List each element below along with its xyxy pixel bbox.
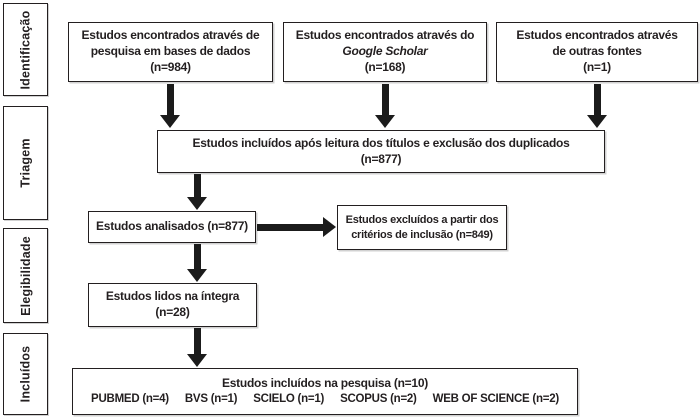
box-google-scholar-line2: Google Scholar (342, 44, 428, 59)
box-included: Estudos incluídos na pesquisa (n=10) PUB… (72, 368, 578, 415)
arrow-head (160, 115, 180, 128)
arrow-analyzed-to-excluded (257, 217, 336, 237)
box-databases: Estudos encontrados através de pesquisa … (68, 22, 273, 82)
arrow-databases-down (160, 84, 180, 128)
arrow-other-sources-down (587, 84, 607, 128)
arrow-shaft (593, 84, 601, 115)
arrow-head (587, 115, 607, 128)
box-google-scholar: Estudos encontrados através do Google Sc… (283, 22, 487, 82)
arrow-head (187, 269, 207, 282)
box-deduplicated: Estudos incluídos após leitura dos títul… (157, 130, 605, 173)
stage-box-identificacao: Identificação (3, 3, 48, 96)
arrow-shaft (381, 84, 389, 115)
box-included-title: Estudos incluídos na pesquisa (n=10) (221, 376, 429, 390)
box-full-text-count: (n=28) (155, 305, 190, 319)
stage-label-elegibilidade: Elegibilidade (18, 235, 33, 316)
box-databases-line1: Estudos encontrados através de (81, 28, 260, 43)
stage-box-incluidos: Incluídos (3, 333, 48, 415)
box-other-sources-count: (n=1) (583, 59, 611, 74)
arrow-full-text-down (187, 328, 207, 367)
source-pubmed: PUBMED (n=4) (91, 392, 169, 405)
arrow-shaft (193, 244, 201, 269)
box-analyzed: Estudos analisados (n=877) (88, 211, 256, 243)
source-scielo: SCIELO (n=1) (253, 392, 325, 405)
box-analyzed-line1: Estudos analisados (n=877) (96, 219, 248, 234)
source-scopus: SCOPUS (n=2) (340, 392, 417, 405)
stage-box-elegibilidade: Elegibilidade (3, 228, 48, 323)
arrow-head (187, 197, 207, 210)
box-included-sources: PUBMED (n=4) BVS (n=1) SCIELO (n=1) SCOP… (76, 392, 574, 407)
arrow-head (187, 354, 207, 367)
arrow-google-scholar-down (375, 84, 395, 128)
arrow-shaft (193, 328, 201, 354)
box-other-sources-line2: de outras fontes (552, 44, 642, 59)
box-excluded-line2: critérios de inclusão (n=849) (351, 228, 493, 241)
box-other-sources: Estudos encontrados através de outras fo… (496, 22, 698, 82)
stage-label-incluidos: Incluídos (18, 345, 33, 403)
arrow-head (323, 217, 336, 237)
box-databases-count: (n=984) (150, 59, 191, 74)
box-google-scholar-line1: Estudos encontrados através do (295, 28, 475, 43)
box-google-scholar-count: (n=168) (364, 59, 406, 74)
arrow-deduplicated-down (187, 174, 207, 210)
source-bvs: BVS (n=1) (184, 392, 238, 405)
box-full-text-line1: Estudos lidos na íntegra (105, 289, 240, 304)
stage-label-triagem: Triagem (18, 138, 33, 188)
box-deduplicated-count: (n=877) (360, 151, 402, 166)
box-databases-line2: pesquisa em bases de dados (90, 44, 251, 59)
box-excluded-line1: Estudos excluídos a partir dos (345, 213, 499, 226)
source-web-of-science: WEB OF SCIENCE (n=2) (432, 392, 560, 405)
box-other-sources-line1: Estudos encontrados através (516, 28, 678, 43)
arrow-head (375, 115, 395, 128)
arrow-shaft (166, 84, 174, 115)
arrow-shaft (193, 174, 201, 197)
box-excluded: Estudos excluídos a partir dos critérios… (337, 205, 507, 250)
arrow-shaft (257, 223, 323, 231)
stage-label-identificacao: Identificação (18, 9, 33, 90)
box-full-text: Estudos lidos na íntegra (n=28) (88, 283, 257, 327)
stage-box-triagem: Triagem (3, 106, 48, 220)
box-deduplicated-line1: Estudos incluídos após leitura dos títul… (192, 135, 570, 150)
arrow-analyzed-down (187, 244, 207, 282)
